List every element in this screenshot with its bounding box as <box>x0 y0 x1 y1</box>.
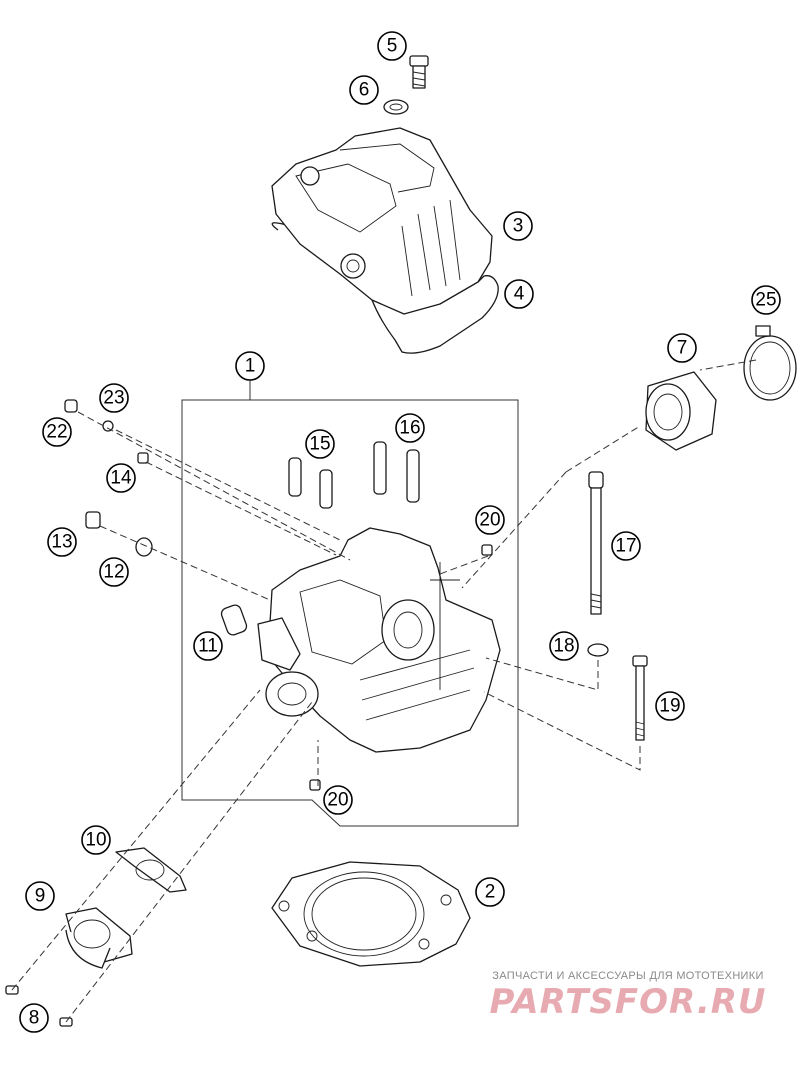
svg-text:5: 5 <box>387 36 398 57</box>
callout-9: 9 <box>25 881 55 911</box>
svg-text:3: 3 <box>513 216 524 237</box>
callout-20-upper: 20 <box>475 505 505 535</box>
head-bolt <box>632 655 648 741</box>
callout-8: 8 <box>19 1003 49 1033</box>
exhaust-flange <box>65 907 133 969</box>
callout-2: 2 <box>475 877 505 907</box>
plug-22 <box>64 399 78 413</box>
callout-13: 13 <box>47 527 77 557</box>
cylinder-head <box>257 527 501 753</box>
callout-14: 14 <box>106 463 136 493</box>
svg-text:2: 2 <box>485 882 496 903</box>
svg-text:11: 11 <box>198 636 218 657</box>
callout-10: 10 <box>81 825 111 855</box>
svg-text:20: 20 <box>479 510 500 531</box>
watermark: ЗАПЧАСТИ И АКСЕССУАРЫ ДЛЯ МОТОТЕХНИКИ PA… <box>478 970 778 1022</box>
svg-text:14: 14 <box>110 468 132 489</box>
svg-text:6: 6 <box>359 80 370 101</box>
svg-text:22: 22 <box>46 422 67 443</box>
callout-22: 22 <box>42 417 72 447</box>
head-stud <box>588 471 604 615</box>
callout-19: 19 <box>655 691 685 721</box>
svg-text:20: 20 <box>327 790 348 811</box>
svg-text:8: 8 <box>29 1008 40 1029</box>
exhaust-gasket <box>115 847 187 893</box>
plug-14 <box>137 452 149 464</box>
svg-text:4: 4 <box>514 284 525 305</box>
callout-6: 6 <box>349 75 379 105</box>
dowel-sleeve <box>220 604 248 636</box>
svg-text:16: 16 <box>399 418 420 439</box>
callout-11: 11 <box>193 631 223 661</box>
callout-20-lower: 20 <box>323 785 353 815</box>
intake-flange <box>645 371 717 451</box>
watermark-logo: PARTSFOR.RU <box>489 982 767 1022</box>
svg-text:13: 13 <box>51 532 72 553</box>
svg-text:18: 18 <box>553 636 574 657</box>
watermark-tagline: ЗАПЧАСТИ И АКСЕССУАРЫ ДЛЯ МОТОТЕХНИКИ <box>492 970 764 982</box>
head-washer <box>587 643 609 657</box>
plug-13 <box>85 511 101 529</box>
valve-guides <box>288 441 420 509</box>
cylinder-head-gasket <box>271 861 471 967</box>
callout-18: 18 <box>549 631 579 661</box>
cover-bolt <box>409 55 429 89</box>
cover-bolt-seal <box>383 99 409 115</box>
leader-lines <box>11 359 757 1023</box>
callout-15: 15 <box>305 429 335 459</box>
callout-5: 5 <box>377 31 407 61</box>
seal-ring-12 <box>135 537 153 557</box>
valve-cover <box>271 127 499 354</box>
svg-text:7: 7 <box>677 338 688 359</box>
callout-17: 17 <box>611 531 641 561</box>
callout-1: 1 <box>235 351 265 381</box>
svg-text:10: 10 <box>85 830 106 851</box>
callout-12: 12 <box>99 557 129 587</box>
svg-text:15: 15 <box>309 434 330 455</box>
callout-25: 25 <box>751 285 781 315</box>
callout-4: 4 <box>504 279 534 309</box>
svg-text:1: 1 <box>245 356 256 377</box>
plug-20-upper <box>481 544 493 556</box>
svg-text:23: 23 <box>103 388 124 409</box>
callout-7: 7 <box>667 333 697 363</box>
svg-text:12: 12 <box>103 562 124 583</box>
hose-clamp <box>743 325 797 401</box>
assembly-bracket <box>181 380 519 827</box>
callout-3: 3 <box>503 211 533 241</box>
svg-text:9: 9 <box>35 886 46 907</box>
svg-text:19: 19 <box>659 696 680 717</box>
seal-ring-23 <box>102 420 114 432</box>
callout-16: 16 <box>395 413 425 443</box>
svg-text:25: 25 <box>755 290 776 311</box>
callout-23: 23 <box>99 383 129 413</box>
svg-text:17: 17 <box>615 536 636 557</box>
